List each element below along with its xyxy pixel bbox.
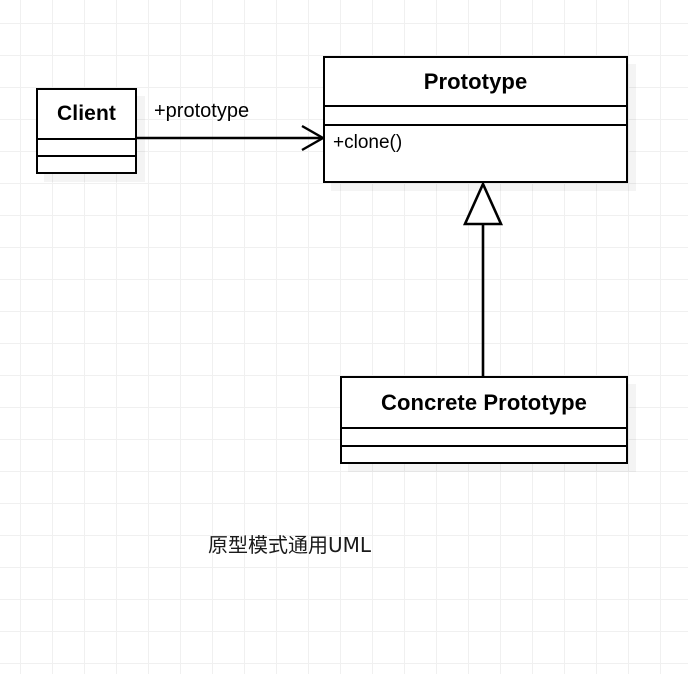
generalization-concrete-prototype (462, 180, 504, 376)
class-attributes-client (38, 138, 135, 155)
class-name-client: Client (57, 102, 116, 125)
class-name-concrete-prototype: Concrete Prototype (381, 389, 587, 415)
class-box-client[interactable]: Client (36, 88, 137, 174)
class-box-concrete-prototype[interactable]: Concrete Prototype (340, 376, 628, 464)
class-operations-concrete-prototype (342, 445, 626, 462)
class-name-prototype: Prototype (423, 68, 528, 94)
operation-clone: +clone() (333, 132, 403, 153)
class-box-prototype[interactable]: Prototype +clone() (323, 56, 628, 183)
class-attributes-prototype (325, 105, 626, 124)
open-arrow-icon (301, 124, 326, 152)
class-operations-prototype: +clone() (325, 124, 626, 181)
association-label-prototype: +prototype (154, 100, 250, 122)
diagram-caption: 原型模式通用UML (208, 533, 372, 557)
class-operations-client (38, 155, 135, 172)
hollow-triangle-icon (462, 180, 504, 226)
association-client-prototype (137, 124, 326, 152)
class-attributes-concrete-prototype (342, 427, 626, 445)
